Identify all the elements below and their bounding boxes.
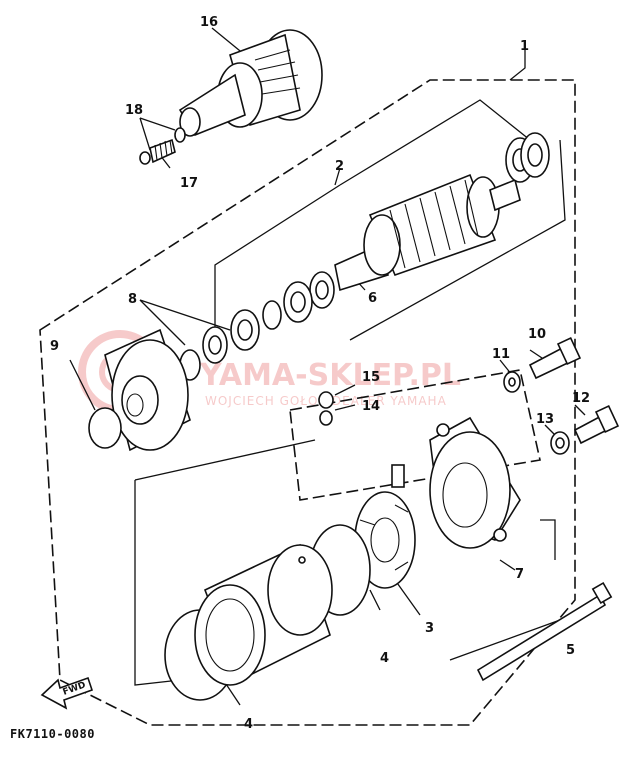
callout-16: 16	[200, 15, 218, 30]
callout-11: 11	[492, 347, 510, 362]
assembly-outline	[39, 79, 576, 726]
pinion-gear-part	[178, 29, 323, 137]
armature-washers	[179, 132, 550, 381]
watermark-main-text: YAMA-SKLEP.PL	[199, 358, 461, 393]
armature-part	[334, 173, 521, 292]
callout-5: 5	[566, 643, 575, 658]
callout-4-lower: 4	[244, 717, 253, 732]
callout-8: 8	[128, 292, 137, 307]
callout-18: 18	[125, 103, 143, 118]
small-washers-parts	[318, 391, 334, 426]
forward-direction-arrow: FWD	[40, 676, 94, 710]
callout-12: 12	[572, 391, 590, 406]
callout-3: 3	[425, 621, 434, 636]
leader-lines	[69, 27, 586, 706]
callout-2: 2	[335, 159, 344, 174]
o-ring-part	[88, 407, 122, 449]
part-callouts: 1 2 3 4 4 5 6 7 8 9 10 11 12 13 14 15 16…	[50, 15, 590, 732]
hardware-group-outline	[289, 369, 541, 501]
callout-9: 9	[50, 339, 59, 354]
callout-7: 7	[515, 567, 524, 582]
rear-bracket-part	[429, 416, 521, 549]
callout-13: 13	[536, 412, 554, 427]
callout-6: 6	[368, 291, 377, 306]
front-cover-part	[104, 328, 191, 452]
bolts-washers-parts	[503, 337, 620, 455]
callout-14: 14	[362, 399, 380, 414]
callout-1: 1	[520, 39, 529, 54]
yoke-part	[194, 543, 333, 686]
document-code: FK7110-0080	[10, 727, 95, 741]
callout-4-upper: 4	[380, 651, 389, 666]
spring-washer-parts	[139, 127, 186, 165]
callout-15: 15	[362, 370, 380, 385]
through-bolt-part	[476, 581, 613, 682]
callout-10: 10	[528, 327, 546, 342]
callout-17: 17	[180, 176, 198, 191]
